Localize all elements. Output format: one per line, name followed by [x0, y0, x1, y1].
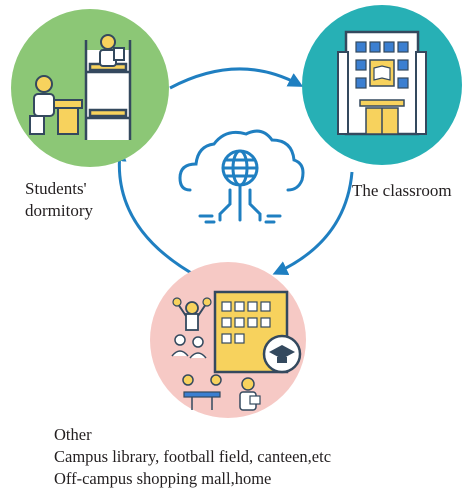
student-reading-on-bed-icon [99, 34, 125, 67]
arrow-classroom-to-other [272, 171, 354, 275]
graduation-cap-icon [262, 334, 302, 374]
cloud-network-icon [178, 129, 305, 224]
school-building-icon [337, 30, 427, 136]
dormitory-node [11, 9, 169, 167]
dormitory-label-line-2: dormitory [25, 201, 93, 220]
group-at-table-icon [182, 374, 222, 410]
audience-icon [171, 334, 207, 359]
campus-building-icon [213, 290, 289, 374]
cheerleader-icon [172, 297, 212, 331]
reader-icon [239, 377, 261, 411]
classroom-node [302, 5, 462, 165]
other-caption-line-1: Campus library, football field, canteen,… [54, 447, 332, 466]
other-caption-title: Other [54, 425, 92, 444]
classroom-label: The classroom [352, 181, 452, 200]
bunk-bed-icon [84, 40, 132, 140]
arrow-other-to-dormitory [111, 146, 201, 280]
dormitory-label-line-1: Students' [25, 179, 87, 198]
other-node [150, 262, 306, 418]
other-caption: Other Campus library, football field, ca… [54, 424, 331, 490]
arrow-dormitory-to-classroom [169, 67, 304, 90]
dormitory-label: Students' dormitory [25, 178, 93, 222]
other-caption-line-2: Off-campus shopping mall,home [54, 469, 272, 488]
student-at-desk-icon [29, 75, 83, 135]
